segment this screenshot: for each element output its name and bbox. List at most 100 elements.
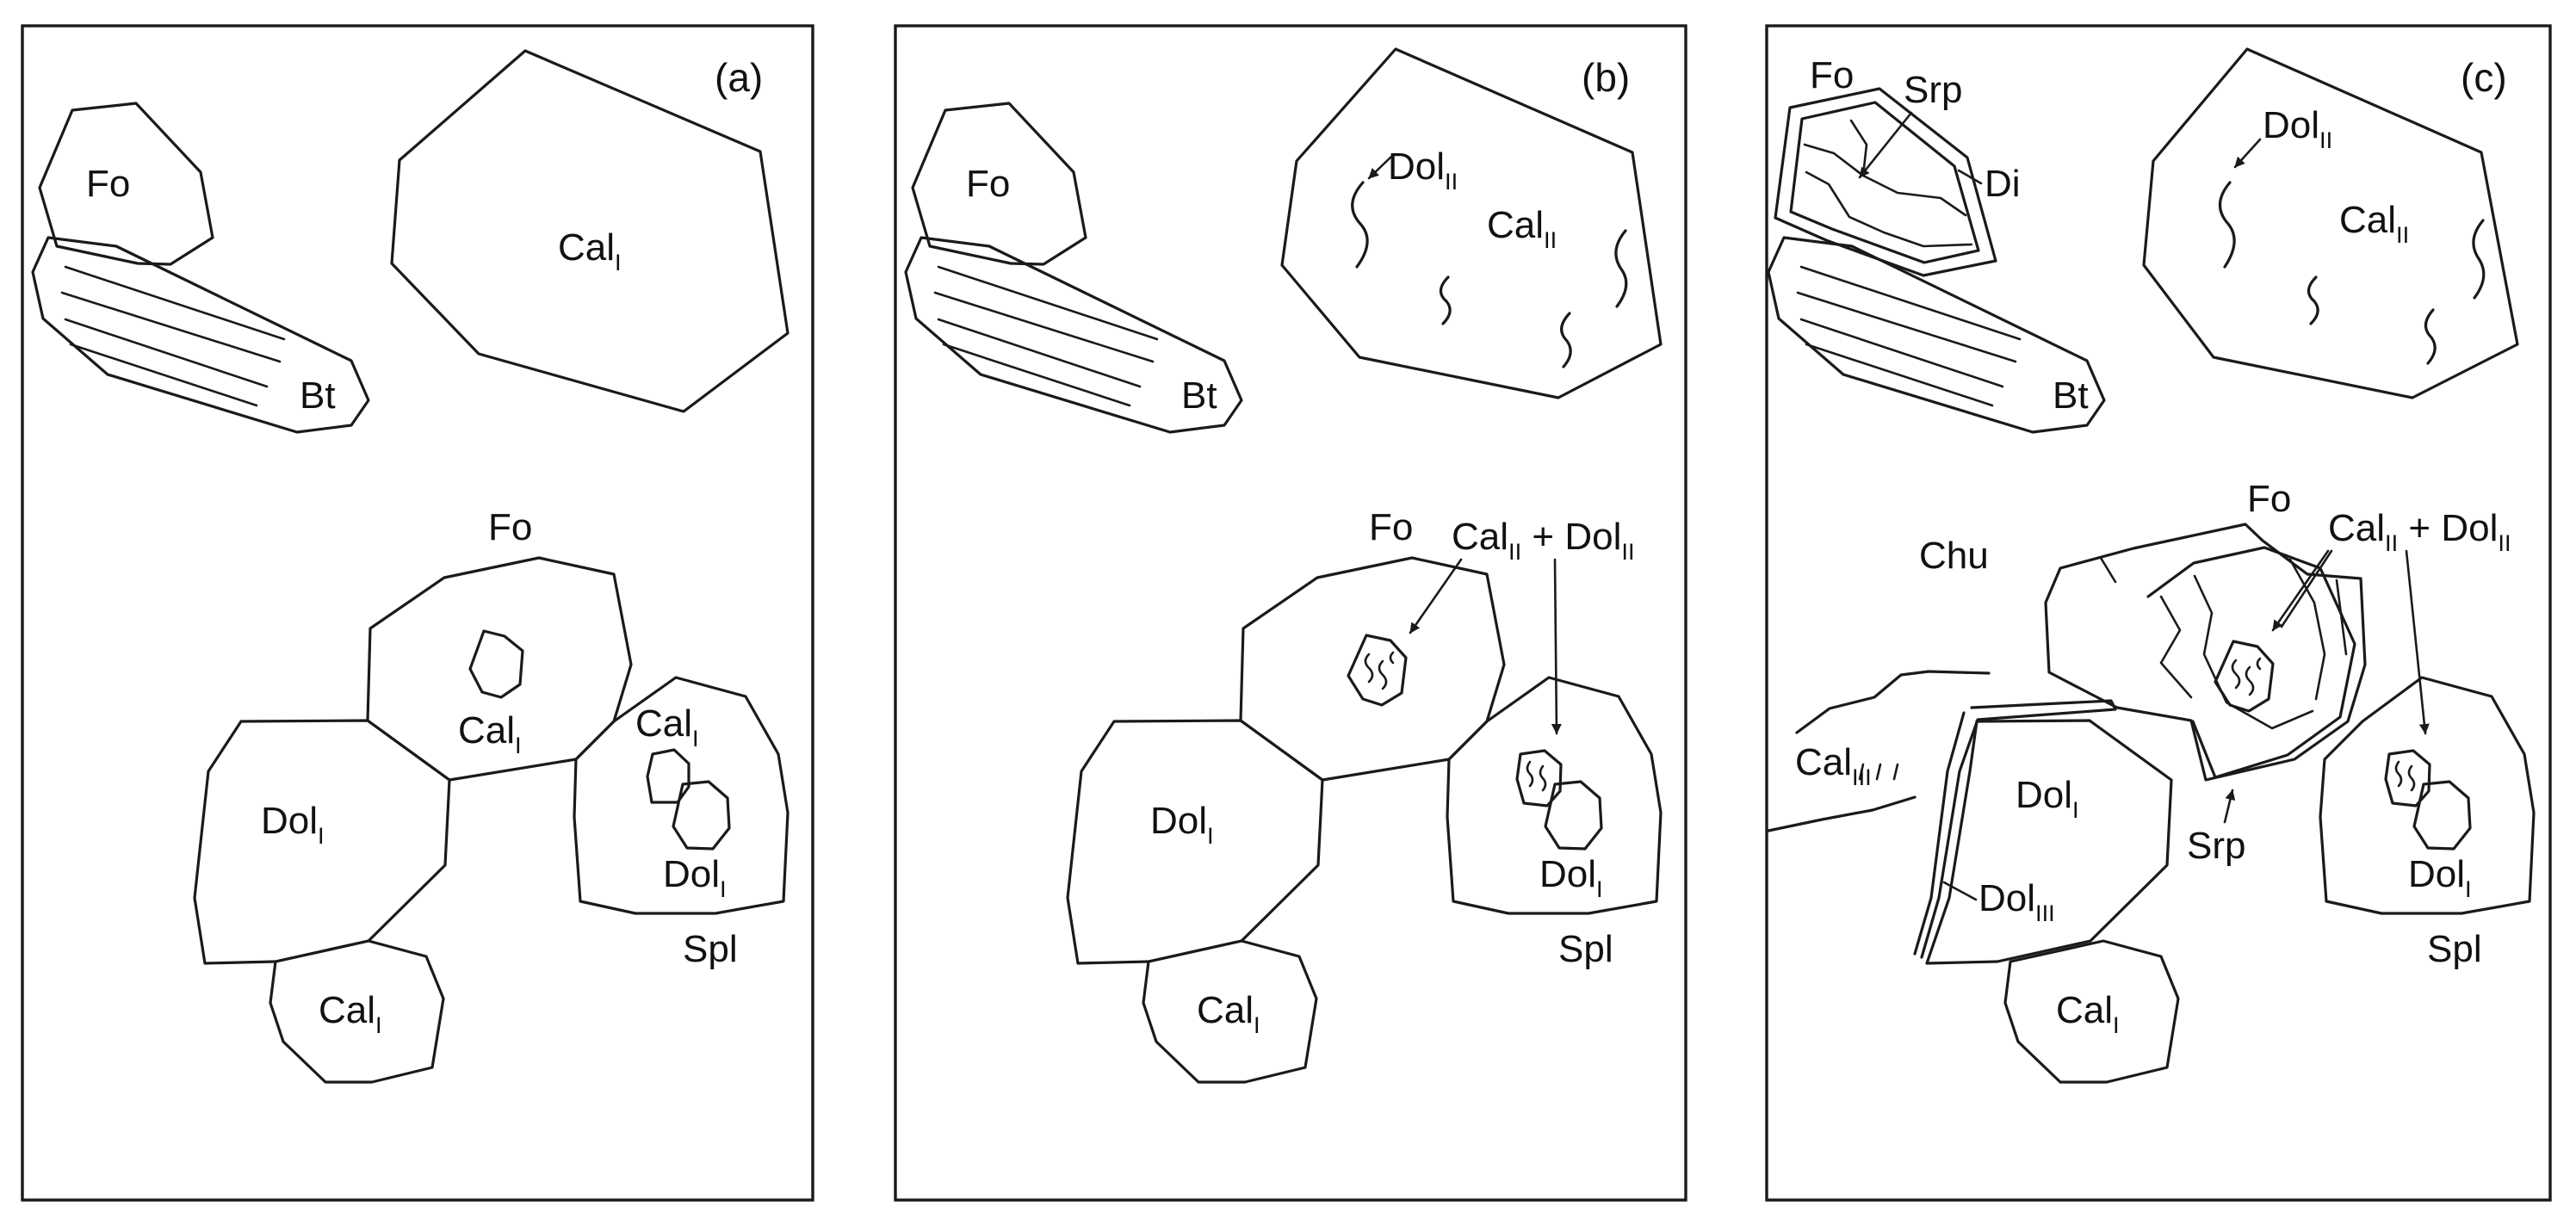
dolomite-inclusion-spinel (672, 780, 731, 851)
calcite-iii-top-boundary (1795, 670, 1991, 734)
label-srp-top: Srp (1904, 69, 1962, 111)
biotite-cleavage-lines (60, 265, 286, 407)
spinel-grain (1446, 676, 1663, 915)
biotite-cleavage-lines (1796, 265, 2022, 407)
calcite-iii-bottom-boundary (1767, 795, 1917, 832)
panel-c-frame (1765, 24, 2552, 1202)
label-di: Di (1985, 163, 2021, 205)
label-cal-top: CalI (558, 226, 622, 275)
label-cal-dol-mixture: CalII + DolII (2328, 507, 2511, 556)
calcite-grain-bottom (269, 939, 445, 1084)
altered-inclusion-spinel (1515, 749, 1563, 807)
dolomite-grain (1925, 719, 2173, 965)
forsterite-grain-top (911, 102, 1087, 266)
label-cal-bottom: CalI (1197, 989, 1260, 1038)
panel-b: (b) Fo Bt DolII CalII Fo CalII + DolII D… (894, 24, 1687, 1202)
arrow-srp-center (2223, 789, 2236, 824)
label-cal-spinel: CalI (635, 702, 699, 752)
label-dol: DolI (2016, 774, 2079, 823)
label-cal-inclusion: CalI (458, 709, 522, 758)
label-spl: Spl (2427, 928, 2482, 970)
panel-b-frame (894, 24, 1687, 1202)
panel-a-frame (21, 24, 814, 1202)
arrow-mixture-fo (1409, 558, 1463, 634)
calcite-grain-top (2142, 47, 2519, 399)
label-dol-spinel: DolI (1539, 853, 1603, 902)
panel-a-tag: (a) (715, 55, 763, 100)
biotite-grain (904, 236, 1243, 434)
serpentine-veins (1803, 119, 1973, 248)
label-dol-spinel: DolI (663, 853, 727, 902)
calcite-grain-top (390, 49, 790, 413)
arrow-dol-top (2233, 138, 2262, 169)
dolomite-grain (1066, 719, 1324, 965)
label-fo-top: Fo (86, 163, 130, 205)
dolomite-inclusion-spinel (2412, 780, 2472, 851)
altered-inclusion-spinel (2384, 749, 2431, 807)
label-fo-top: Fo (966, 163, 1010, 205)
label-fo-center: Fo (1369, 506, 1413, 548)
label-dol: DolI (1150, 800, 1214, 849)
label-dol: DolI (261, 800, 325, 849)
label-srp-center: Srp (2187, 825, 2245, 867)
label-bt: Bt (300, 374, 336, 417)
altered-inclusion (1347, 634, 1408, 707)
panel-c-tag: (c) (2461, 55, 2507, 100)
panel-c: (c) Bt Fo Srp Di DolII CalII Chu (1765, 24, 2552, 1202)
dolomite-iii-rim-outer (1913, 711, 1966, 956)
label-dol-spinel: DolI (2408, 853, 2472, 902)
dolomite-inclusion-spinel (1544, 780, 1603, 851)
label-dol-top: DolII (2263, 104, 2332, 153)
arrow-dol-top (1367, 154, 1394, 180)
label-cal-top: CalII (1487, 204, 1557, 253)
altered-inclusion (2214, 640, 2275, 713)
forsterite-grain-top (38, 102, 214, 266)
label-fo-center: Fo (2247, 478, 2291, 520)
calcite-grain-top (1280, 47, 1663, 399)
calcite-inclusion (468, 629, 524, 699)
panel-b-tag: (b) (1582, 55, 1630, 100)
label-bt: Bt (2053, 374, 2089, 417)
label-fo-top: Fo (1810, 54, 1854, 96)
label-cal-bottom: CalI (2056, 989, 2120, 1038)
label-cal-left: CalIII (1795, 741, 1872, 790)
spinel-grain (573, 676, 790, 915)
label-bt: Bt (1181, 374, 1217, 417)
serpentine-replacement-lines (2159, 558, 2348, 730)
arrow-srp-top (1858, 111, 1913, 179)
biotite-grain (1767, 236, 2106, 434)
forsterite-outer-rim (2146, 546, 2356, 779)
label-cal-top: CalII (2339, 199, 2409, 248)
calcite-grain-bottom (1142, 939, 1318, 1084)
dolomite-veinlets (1351, 181, 1628, 368)
spinel-grain (2319, 676, 2536, 915)
label-cal-dol-mixture: CalII + DolII (1452, 516, 1635, 565)
label-spl: Spl (683, 928, 738, 970)
spinel-inclusion-squiggles (1526, 760, 1547, 792)
label-spl: Spl (1558, 928, 1613, 970)
diopside-rim-outer (1774, 87, 1997, 277)
label-chu: Chu (1919, 535, 1989, 577)
chondrodite-tick (2099, 556, 2117, 584)
label-dol-rim: DolIII (1978, 877, 2055, 926)
biotite-grain (31, 236, 370, 434)
calcite-inclusion-spinel (646, 748, 690, 804)
arrow-mixture-fo (2271, 549, 2330, 632)
label-dol-top: DolII (1388, 145, 1458, 195)
arrow-mixture-fo-alt (2280, 549, 2333, 628)
panel-a: (a) Fo Bt CalI Fo CalI DolI CalI CalI Do… (21, 24, 814, 1202)
arrow-mixture-spl (2405, 549, 2430, 735)
spinel-inclusion-squiggles (2394, 760, 2416, 792)
leader-dol-rim (1942, 881, 1978, 901)
arrow-mixture-spl (1551, 558, 1562, 735)
inclusion-squiggles (2231, 657, 2262, 696)
inclusion-squiggles (1364, 651, 1395, 690)
biotite-cleavage-lines (933, 265, 1159, 407)
dolomite-veinlets (2218, 181, 2486, 365)
calcite-grain-bottom (2003, 939, 2180, 1084)
dolomite-grain (193, 719, 451, 965)
label-fo-center: Fo (488, 506, 532, 548)
label-cal-bottom: CalI (319, 989, 382, 1038)
chondrodite-grain (2044, 523, 2367, 782)
